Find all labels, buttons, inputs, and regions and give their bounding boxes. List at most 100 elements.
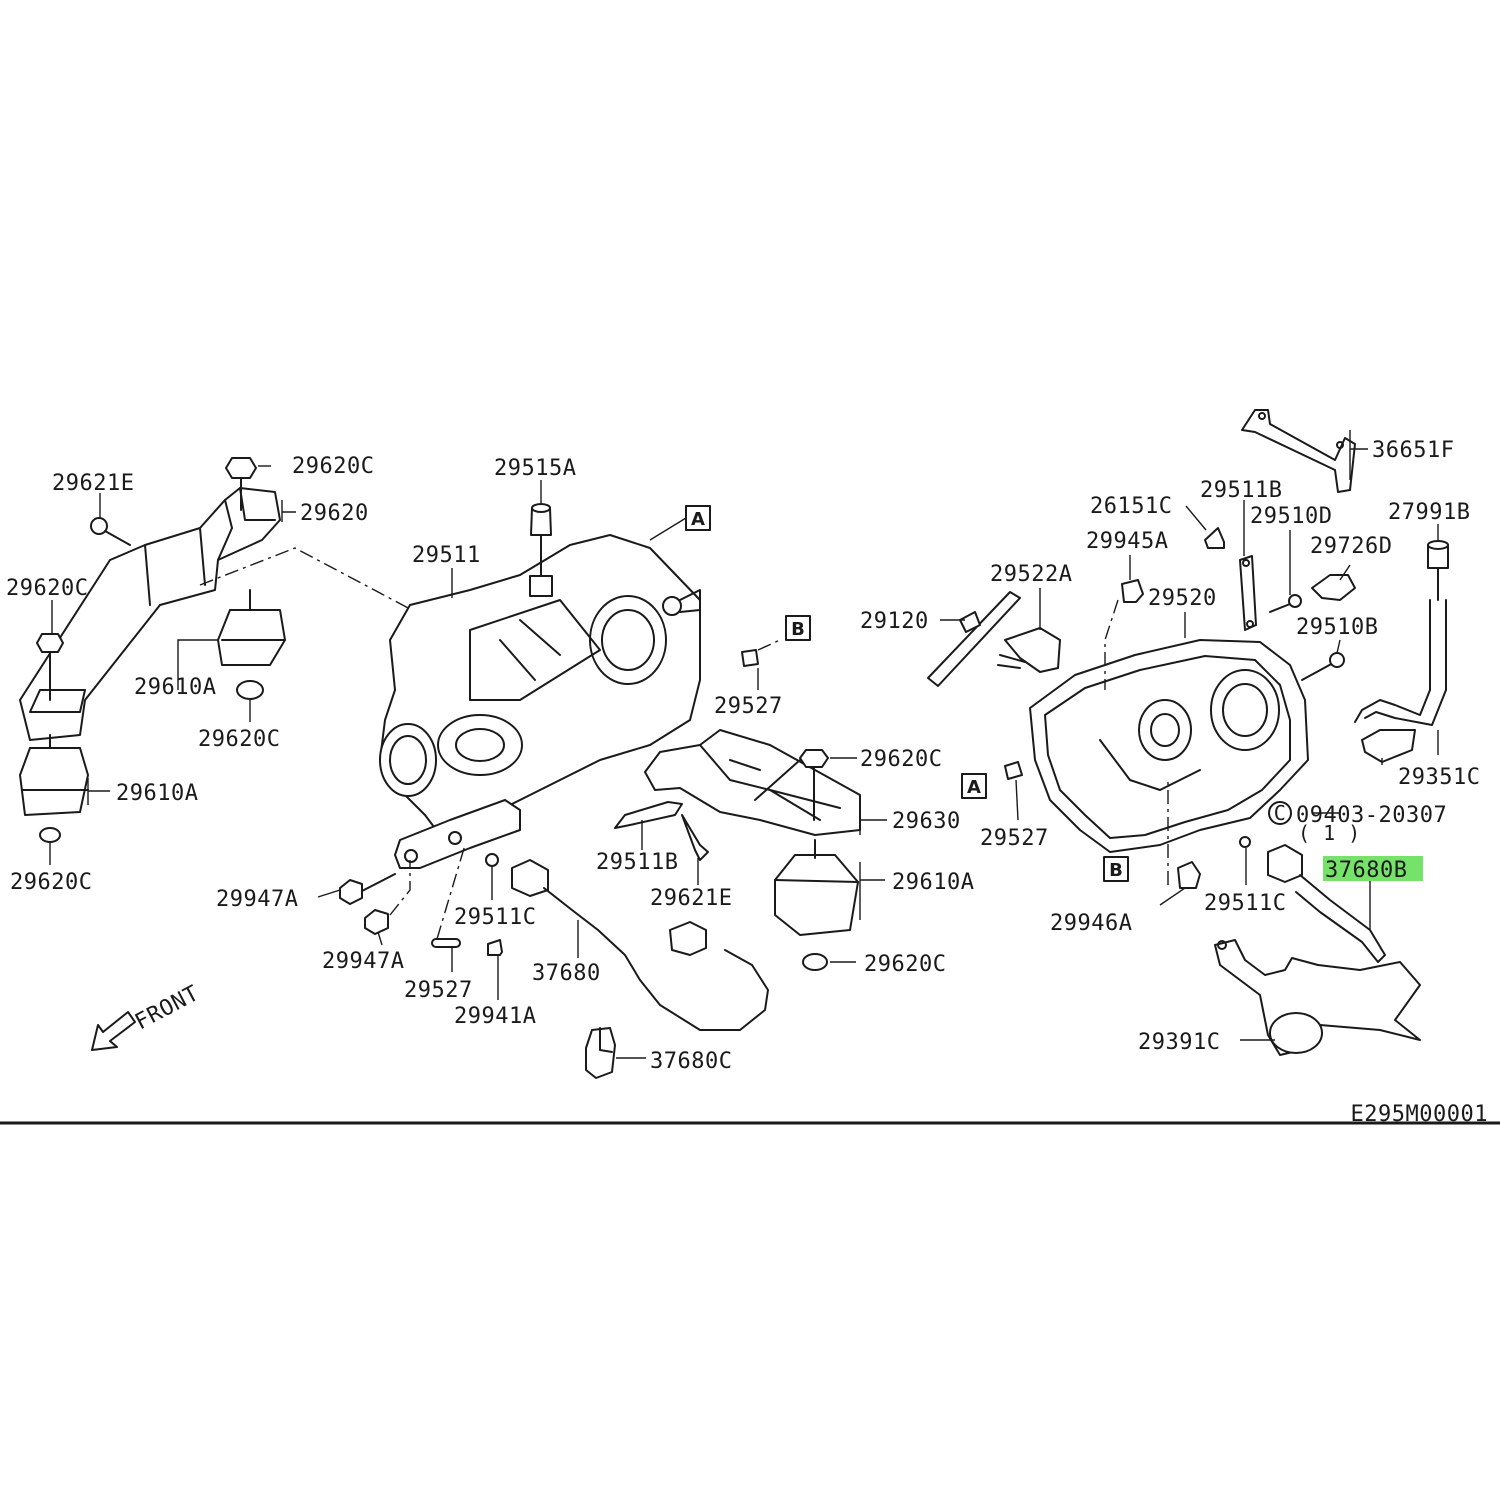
callout-29515A: 29515A: [494, 456, 576, 481]
callout-29511B-a: 29511B: [596, 850, 678, 875]
insulator-29610A-b: [19, 734, 89, 816]
callout-29510D: 29510D: [1250, 504, 1332, 529]
callout-27991B: 27991B: [1388, 500, 1470, 525]
nut-29620C-left: [36, 633, 64, 701]
plug-29947A-a: [339, 873, 396, 905]
insulator-29610A-a: [217, 589, 286, 666]
clip-note: C 09403-20307 ( 1 ): [1268, 801, 1447, 845]
clamp-29726D: [1311, 574, 1356, 601]
callout-29522A: 29522A: [990, 562, 1072, 587]
ref-box-a-right: A: [961, 773, 987, 799]
callout-29510B: 29510B: [1296, 615, 1378, 640]
bracket-29391C: [1214, 939, 1421, 1056]
bolt-29621E-b: [681, 814, 709, 861]
washer-29620C-c: [39, 827, 61, 843]
front-arrow-icon: [91, 1011, 136, 1051]
bracket-29522A: [997, 627, 1061, 673]
breather-hose-29351C: [1354, 599, 1447, 763]
plug-29946A: [1167, 780, 1201, 889]
nut-29620C-top: [225, 457, 257, 511]
ref-box-b-left: B: [785, 615, 811, 641]
callout-36651F: 36651F: [1372, 438, 1454, 463]
seal-29511C-a: [485, 853, 499, 867]
callout-29947A-a: 29947A: [216, 887, 298, 912]
callout-29391C: 29391C: [1138, 1030, 1220, 1055]
dowel-29527-a: [741, 639, 781, 667]
callout-29511B-b: 29511B: [1200, 478, 1282, 503]
callout-29620C-left: 29620C: [6, 576, 88, 601]
callout-29620C-e: 29620C: [864, 952, 946, 977]
callout-29610A-a: 29610A: [134, 675, 216, 700]
callout-37680: 37680: [532, 961, 601, 986]
washer-29620C-e: [802, 953, 828, 971]
bracket-29511B-a: [614, 801, 683, 829]
svg-text:A: A: [967, 777, 981, 798]
nut-29620C-d: [799, 749, 829, 821]
clip-37680C: [585, 1027, 616, 1079]
o-ring-29527-b: [431, 844, 466, 948]
sensor-harness-37680: [511, 859, 769, 1031]
diagram-code: E295M00001: [1351, 1102, 1488, 1127]
svg-text:B: B: [791, 619, 805, 640]
callout-37680B-highlighted: 37680B: [1323, 856, 1423, 883]
callout-labels: 29621E 29620C 29620 29620C 29610A 29620C…: [6, 438, 1480, 1074]
plug-29941A: [487, 939, 503, 956]
callout-29620C-d: 29620C: [860, 747, 942, 772]
callout-29527-a: 29527: [714, 694, 783, 719]
callout-29945A: 29945A: [1086, 529, 1168, 554]
seal-29511C-b: [1239, 836, 1251, 848]
ref-box-b-right: B: [1103, 856, 1129, 882]
clip-26151C: [1204, 527, 1225, 549]
callout-37680B: 37680B: [1325, 858, 1407, 883]
assembly-line-member: [199, 547, 413, 611]
callout-29941A: 29941A: [454, 1004, 536, 1029]
highlight-box: [1323, 856, 1423, 881]
callout-29630: 29630: [892, 809, 961, 834]
callout-29527-c: 29527: [980, 826, 1049, 851]
bolt-29510B: [1301, 652, 1345, 681]
clip-note-symbol: C: [1274, 801, 1287, 825]
callout-29621E-a: 29621E: [52, 471, 134, 496]
callout-29527-b: 29527: [404, 978, 473, 1003]
callout-29620C-c: 29620C: [10, 870, 92, 895]
callout-29120: 29120: [860, 609, 929, 634]
plug-29947A-b: [364, 860, 411, 935]
callout-26151C: 26151C: [1090, 494, 1172, 519]
callout-29946A: 29946A: [1050, 911, 1132, 936]
callout-29351C: 29351C: [1398, 765, 1480, 790]
plug-29945A: [1104, 579, 1144, 690]
callout-37680C: 37680C: [650, 1049, 732, 1074]
callout-29610A-c: 29610A: [892, 870, 974, 895]
sensor-37680B: [1267, 844, 1386, 963]
insulator-29610A-c: [774, 839, 859, 936]
callout-29726D: 29726D: [1310, 534, 1392, 559]
brace-29120: [927, 591, 1021, 687]
ref-box-a-left: A: [685, 505, 711, 531]
dowel-29527-c: [1004, 761, 1023, 780]
callout-29620C-top: 29620C: [292, 454, 374, 479]
bolt-29621E-left: [90, 517, 131, 546]
front-label: FRONT: [131, 981, 203, 1035]
bolt-29510D: [1269, 594, 1302, 613]
svg-text:A: A: [691, 509, 705, 530]
svg-text:B: B: [1109, 860, 1123, 881]
callout-29511C-b: 29511C: [1204, 891, 1286, 916]
callout-29520: 29520: [1148, 586, 1217, 611]
breather-27991B: [1427, 540, 1449, 601]
callout-29620C-b: 29620C: [198, 727, 280, 752]
callout-29511C-a: 29511C: [454, 905, 536, 930]
clip-note-number: 09403-20307: [1296, 803, 1447, 828]
front-direction-indicator: FRONT: [91, 981, 204, 1051]
leader-lines: [49, 430, 1439, 1059]
callout-29947A-b: 29947A: [322, 949, 404, 974]
rear-mount-member: [19, 487, 281, 741]
callout-29621E-b: 29621E: [650, 886, 732, 911]
callout-29620: 29620: [300, 501, 369, 526]
transfer-case-29511: [379, 534, 701, 836]
callout-29511: 29511: [412, 543, 481, 568]
washer-29620C-b: [236, 680, 264, 700]
strap-29511B-b: [1239, 555, 1257, 631]
rear-case-29520: [1029, 639, 1309, 853]
callout-29610A-b: 29610A: [116, 781, 198, 806]
